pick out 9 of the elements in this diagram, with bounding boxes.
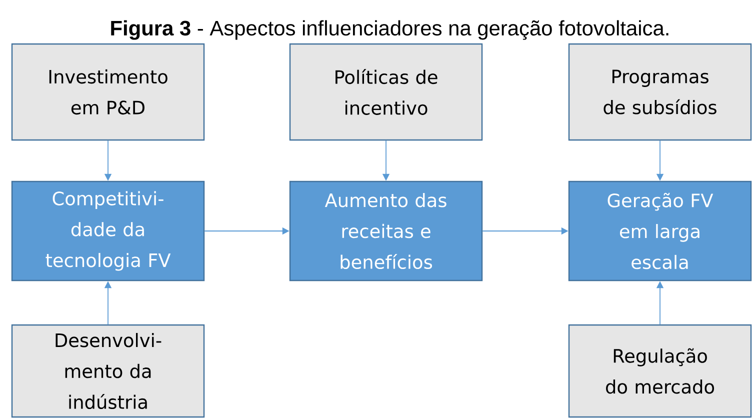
factor-box: Desenvolvi- mento da indústria — [11, 324, 205, 418]
process-box: Aumento das receitas e benefícios — [289, 180, 483, 282]
figure-title: Figura 3 - Aspectos influenciadores na geração fotovoltaica. — [111, 20, 668, 40]
factor-box: Regulação do mercado — [568, 324, 752, 418]
process-box: Geração FV em larga escala — [568, 180, 752, 282]
process-box: Competitivi- dade da tecnologia FV — [11, 180, 205, 282]
factor-box: Investimento em P&D — [11, 43, 205, 141]
factor-box: Programas de subsídios — [568, 43, 752, 141]
factor-box: Políticas de incentivo — [289, 43, 483, 141]
